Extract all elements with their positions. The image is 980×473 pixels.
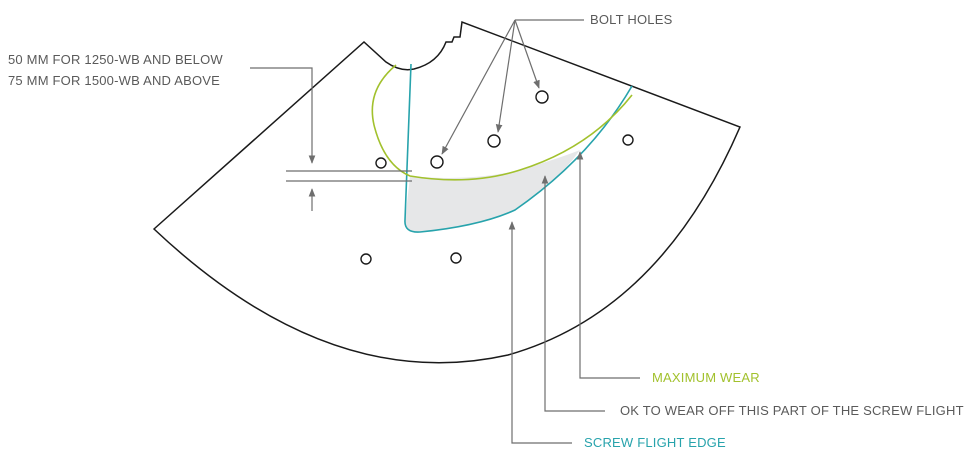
- bolt-hole: [450, 252, 462, 264]
- screw-flight-edge-label: SCREW FLIGHT EDGE: [584, 435, 726, 450]
- bolt-hole: [622, 134, 634, 146]
- flight-segment-outline: [152, 20, 742, 364]
- maximum-wear-label: MAXIMUM WEAR: [652, 370, 760, 385]
- wear-zone-area: [405, 150, 580, 233]
- ok-to-wear-label: OK TO WEAR OFF THIS PART OF THE SCREW FL…: [620, 403, 964, 418]
- screw-flight-edge-leader: [508, 221, 572, 444]
- bolt-hole: [360, 253, 372, 265]
- maximum-wear-line: [371, 64, 633, 181]
- bolt-hole: [375, 157, 387, 169]
- bolt-holes-label: BOLT HOLES: [590, 12, 673, 27]
- dimension-label-line1: 50 MM FOR 1250-WB AND BELOW: [8, 52, 223, 67]
- bolt-hole: [430, 155, 444, 169]
- bolt-hole: [535, 90, 549, 104]
- ok-to-wear-leader: [541, 175, 605, 412]
- dimension-label-line2: 75 MM FOR 1500-WB AND ABOVE: [8, 73, 221, 88]
- bolt-holes: [360, 90, 634, 265]
- dimension-indicator: [250, 67, 412, 211]
- maximum-wear-leader: [576, 151, 640, 379]
- bolt-hole: [487, 134, 501, 148]
- bolt-holes-leaders: [441, 19, 584, 155]
- screw-flight-edge-line: [404, 63, 633, 233]
